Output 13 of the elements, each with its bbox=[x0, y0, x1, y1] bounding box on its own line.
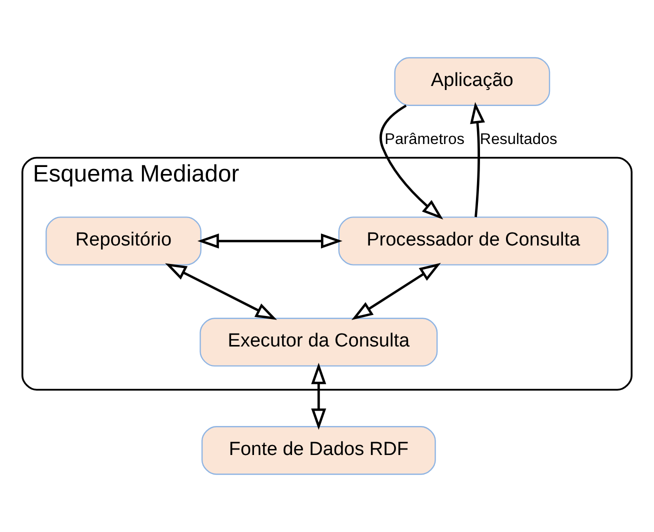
node-box: Aplicação bbox=[394, 57, 550, 106]
arrow bbox=[197, 234, 342, 249]
edge-label: Resultados bbox=[480, 130, 558, 148]
node-box: Repositório bbox=[46, 216, 202, 266]
node-box: Fonte de Dados RDF bbox=[201, 426, 436, 475]
arrow bbox=[470, 102, 485, 218]
arrow bbox=[352, 262, 441, 320]
edge-label: Parâmetros bbox=[384, 130, 465, 148]
arrow bbox=[380, 104, 444, 220]
node-box: Processador de Consulta bbox=[338, 216, 608, 266]
arrow bbox=[311, 362, 326, 430]
node-box: Executor da Consulta bbox=[200, 318, 438, 367]
arrow bbox=[165, 263, 277, 320]
